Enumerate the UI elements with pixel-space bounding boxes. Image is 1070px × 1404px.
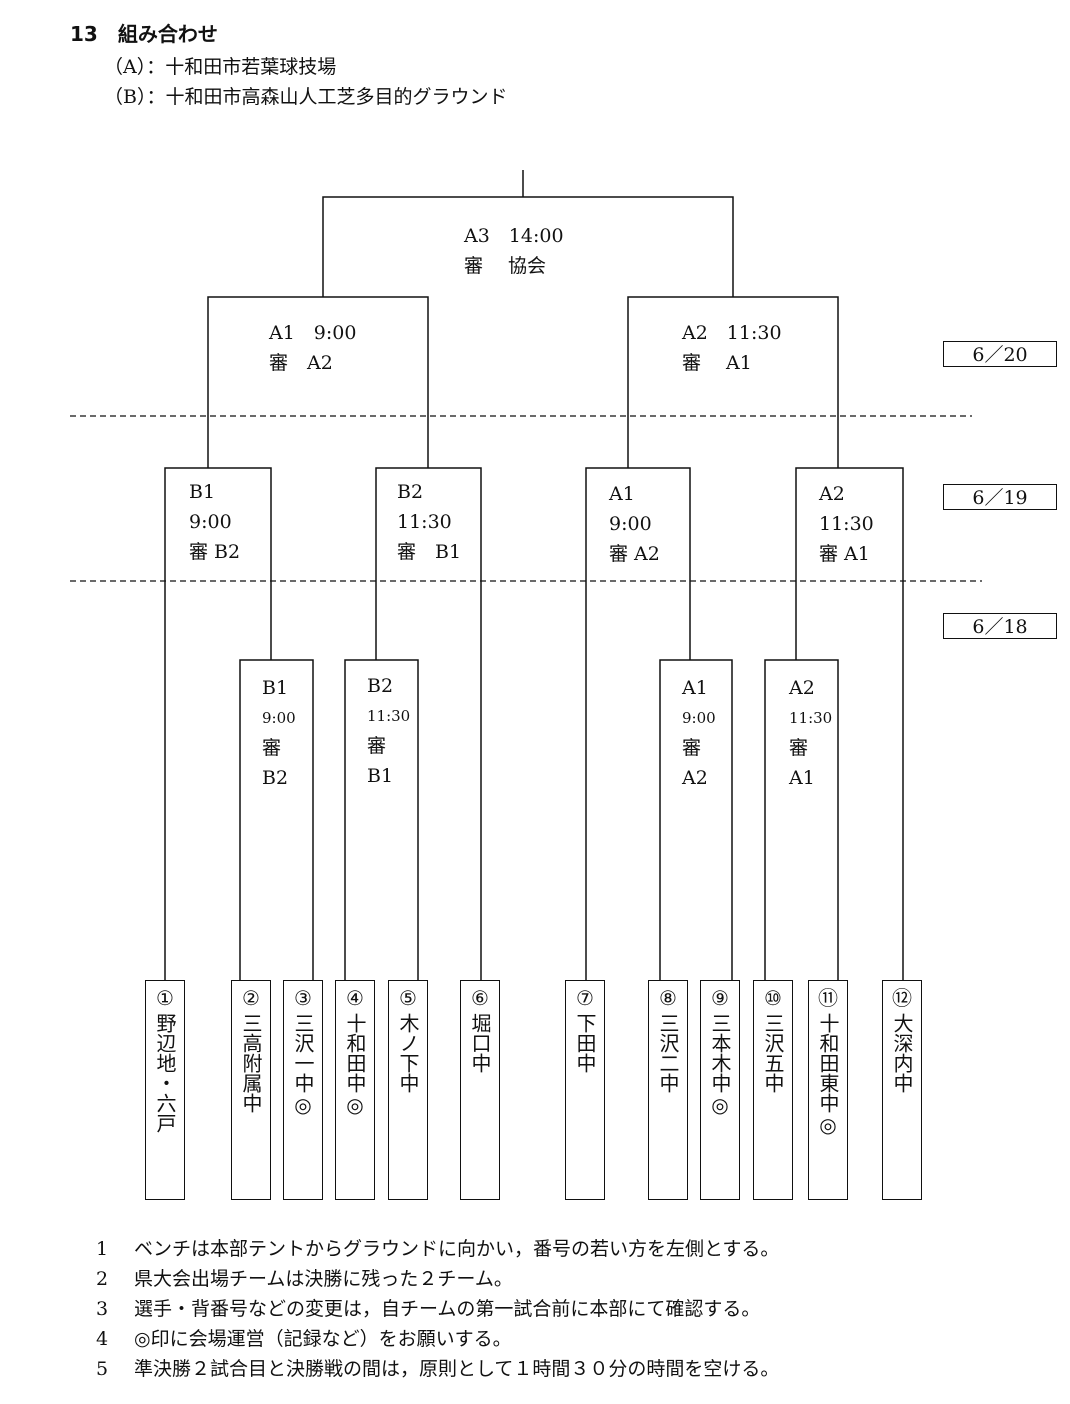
semi-right-label: A2 11:30 審 A1 [682, 322, 782, 374]
quarter-2-bracket [375, 467, 482, 980]
semi-right-bracket [627, 296, 839, 468]
section-heading: 13 組み合わせ [70, 22, 218, 46]
date-box-day2: 6／19 [943, 484, 1057, 510]
round1-3-bracket [659, 659, 733, 980]
date-box-day3: 6／20 [943, 341, 1057, 367]
quarter-2-label: B2 11:30 審 B1 [397, 481, 462, 563]
quarter-4-label: A2 11:30 審 A1 [819, 483, 874, 565]
quarter-1-bracket [164, 467, 272, 980]
round1-2-bracket [344, 659, 419, 980]
final-bracket [322, 196, 734, 297]
semi-left-bracket [207, 296, 429, 468]
quarter-4-bracket [795, 467, 904, 980]
round1-1-label: B1 9:00 審 B2 [262, 677, 296, 789]
round1-3-label: A1 9:00 審 A2 [682, 677, 716, 789]
round1-4-bracket [764, 659, 839, 980]
round1-2-label: B2 11:30 審 B1 [367, 675, 411, 787]
venue-a: （A）：十和田市若葉球技場 [104, 56, 337, 78]
note-item: 4◎印に会場運営（記録など）をお願いする。 [96, 1328, 512, 1350]
final-match-label: A3 14:00 審 協会 [464, 225, 564, 277]
quarter-3-label: A1 9:00 審 A2 [609, 483, 660, 565]
round1-1-bracket [239, 659, 314, 980]
quarter-1-label: B1 9:00 審 B2 [189, 481, 241, 563]
venue-b: （B）：十和田市高森山人工芝多目的グラウンド [104, 86, 508, 108]
quarter-3-bracket [585, 467, 691, 980]
round1-4-label: A2 11:30 審 A1 [789, 677, 833, 789]
date-box-day1: 6／18 [943, 613, 1057, 639]
semi-left-label: A1 9:00 審 A2 [269, 322, 357, 374]
